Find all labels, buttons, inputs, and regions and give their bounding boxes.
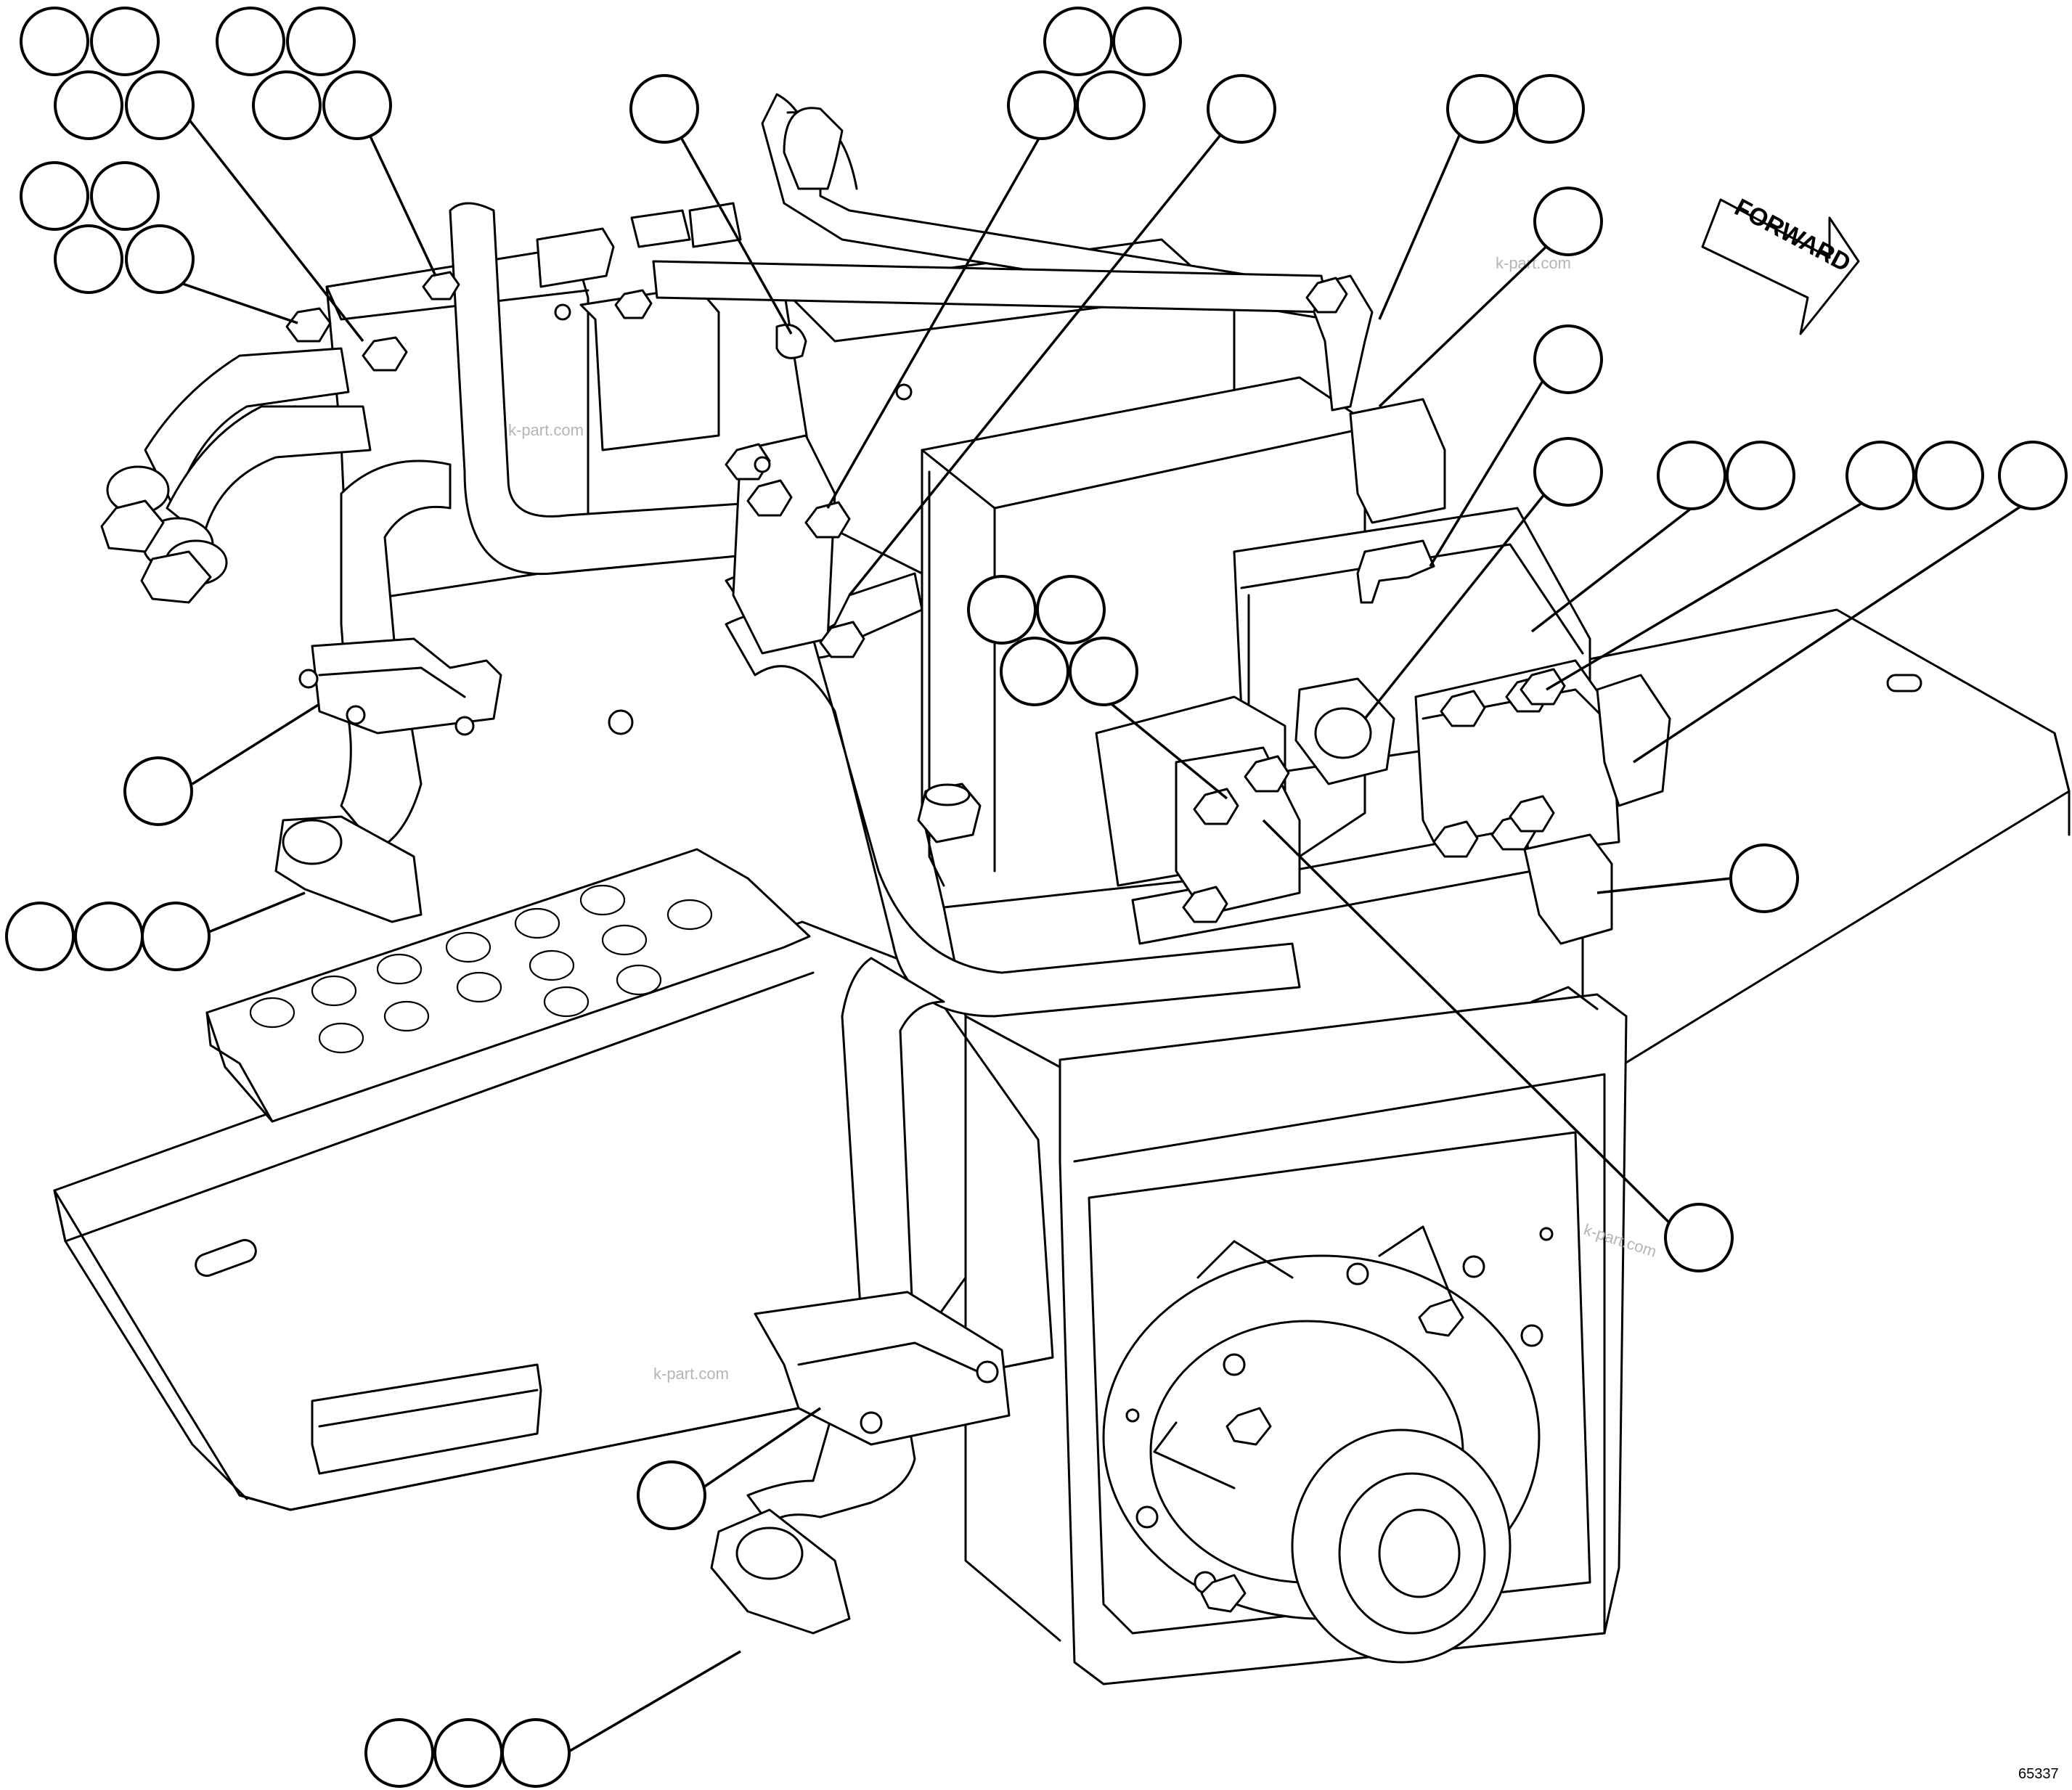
hydraulic-tubes	[144, 93, 1533, 1526]
perforated-bracket	[205, 848, 811, 1123]
forward-direction-arrow: FORWARD	[1701, 194, 1860, 335]
drive-flange	[1102, 1225, 1554, 1664]
frame-plate-right	[1581, 608, 2071, 1068]
figure-number: 65337	[2018, 1766, 2059, 1782]
callout-circles	[5, 7, 2068, 1788]
watermark-4: k-part.com	[653, 1365, 729, 1383]
tube-clamps	[274, 637, 1613, 1635]
leader-lines	[148, 104, 2030, 1754]
watermark-1: k-part.com	[508, 421, 584, 439]
flange-bolts	[1125, 1227, 1554, 1613]
fittings	[100, 271, 1671, 923]
watermark-2: k-part.com	[1496, 254, 1571, 272]
